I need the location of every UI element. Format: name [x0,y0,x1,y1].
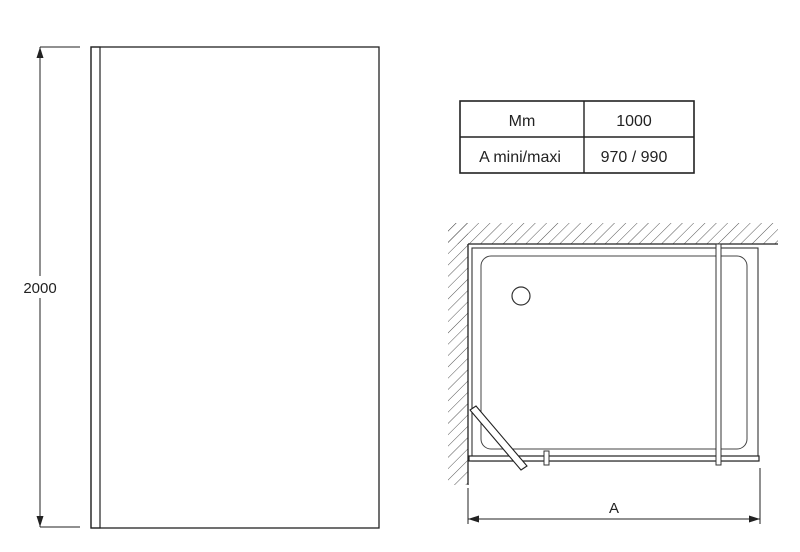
spec-row-label: A mini/maxi [479,149,561,166]
spec-row-value: 970 / 990 [601,149,668,166]
height-label-backdrop [18,276,64,298]
plan-view: A [448,223,778,524]
shower-tray-basin [480,255,748,450]
spec-row-value: 1000 [616,113,652,130]
shower-tray-outline [471,247,759,462]
stabiliser-bar [715,243,722,466]
width-dimension-label: A [609,500,619,517]
wall-hatching [448,223,778,485]
glass-panel-plan [468,455,760,462]
spec-table: Mm 1000 A mini/maxi 970 / 990 [459,100,695,174]
height-dimension-label: 2000 [23,280,56,297]
drain-icon [511,286,531,306]
return-panel-swing [469,405,528,471]
hinge-clip [543,450,550,466]
wall-profile [90,46,101,529]
spec-row-label: Mm [509,113,536,130]
front-elevation: 2000 [18,46,380,529]
width-dimension-line [467,468,761,524]
glass-panel [90,46,380,529]
